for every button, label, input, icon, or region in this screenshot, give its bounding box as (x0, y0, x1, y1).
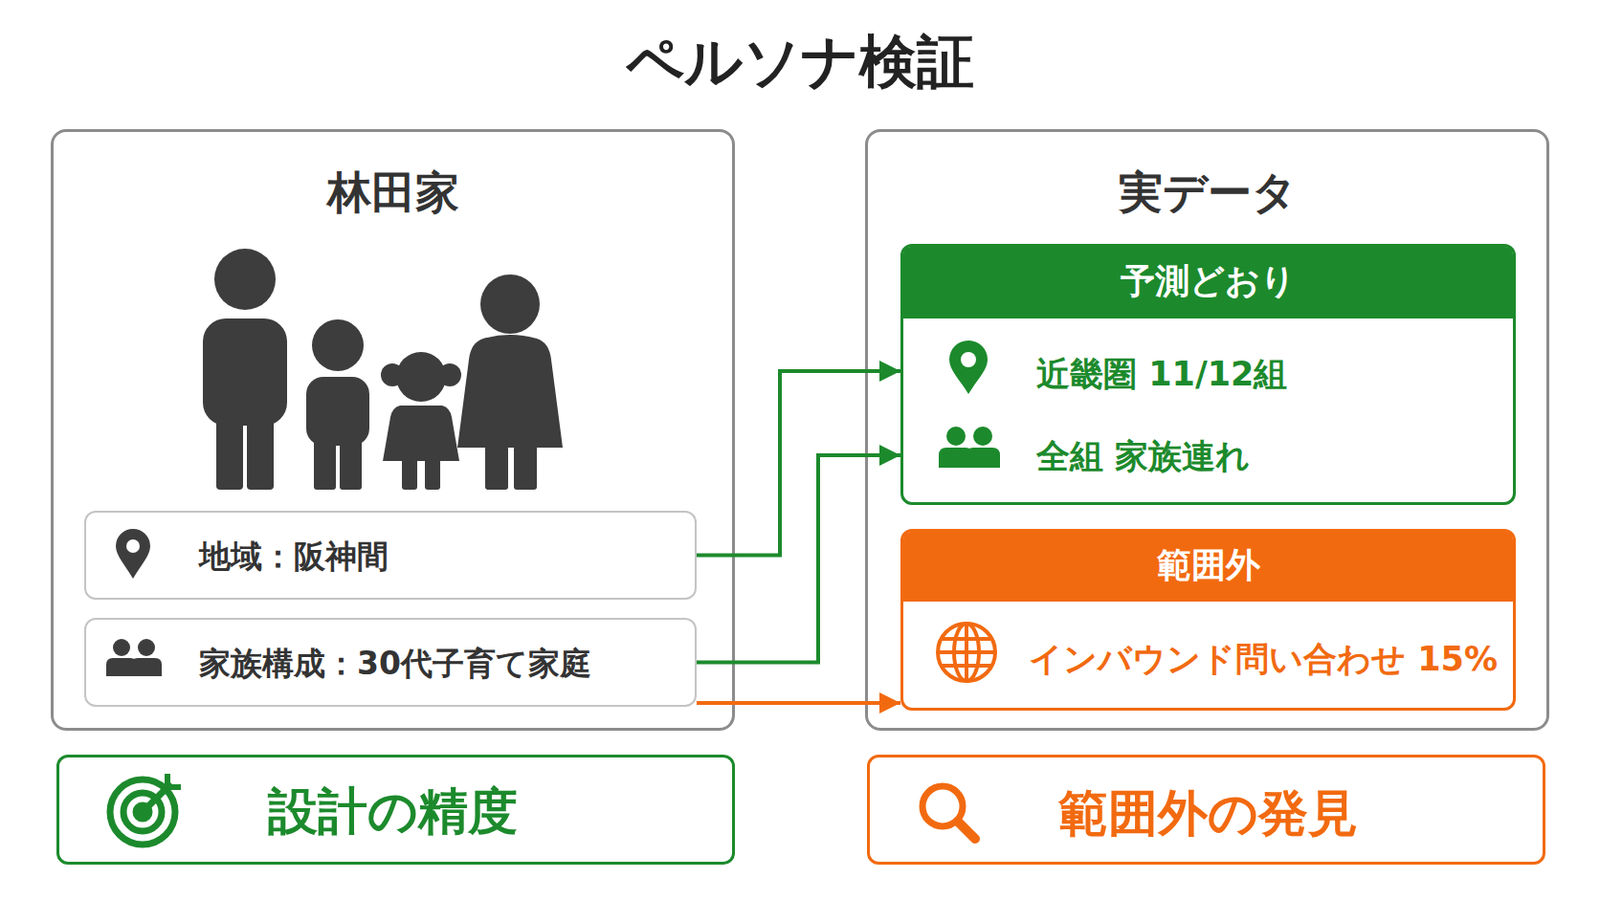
father-leg (216, 401, 244, 490)
result-box: 設計の精度 (56, 755, 735, 866)
attribute-box: 家族構成：30代子育て家庭 (84, 618, 697, 708)
result-text: 設計の精度 (267, 781, 518, 842)
girl-leg (401, 455, 418, 490)
attribute-text: 家族構成：30代子育て家庭 (199, 644, 592, 684)
mother-dress (457, 334, 563, 448)
result-text: 範囲外の発見 (1058, 783, 1358, 844)
result-box: 範囲外の発見 (866, 755, 1546, 866)
band-heading: 予測どおり (903, 260, 1513, 302)
finding-text: 全組 家族連れ (1036, 436, 1250, 477)
father-leg (246, 401, 274, 490)
connector-arrow (696, 455, 901, 664)
outlier-box: 範囲外インバウンド問い合わせ 15% (900, 529, 1516, 712)
boy-leg (313, 430, 336, 490)
connector-arrow (696, 371, 901, 556)
pin-icon (115, 529, 151, 579)
boy-leg (339, 430, 362, 490)
mother-leg (485, 440, 509, 490)
panel-heading: 林田家 (53, 166, 733, 220)
girl-pigtail (438, 363, 462, 387)
boy-head (311, 319, 364, 372)
people-icon (938, 426, 1000, 468)
panel-heading: 実データ (867, 166, 1547, 220)
father-head (214, 248, 276, 311)
family-illustration (202, 248, 563, 490)
people-icon (106, 639, 162, 677)
finding-text: 近畿圏 11/12組 (1036, 354, 1288, 395)
mother-leg (513, 440, 537, 490)
girl-head (396, 352, 446, 402)
connector-arrow (696, 701, 901, 706)
data-panel: 実データ予測どおり近畿圏 11/12組全組 家族連れ範囲外インバウンド問い合わせ… (865, 129, 1550, 732)
magnifier-icon (922, 786, 976, 840)
boy-body (306, 377, 370, 446)
match-box: 予測どおり近畿圏 11/12組全組 家族連れ (900, 244, 1516, 506)
finding-text: インバウンド問い合わせ 15% (1028, 639, 1498, 680)
persona-panel: 林田家地域：阪神間家族構成：30代子育て家庭 (50, 129, 735, 732)
globe-icon (937, 623, 996, 682)
pin-icon (949, 340, 988, 395)
band-heading: 範囲外 (903, 544, 1513, 586)
girl-dress (382, 405, 460, 462)
attribute-box: 地域：阪神間 (84, 511, 697, 600)
girl-leg (424, 455, 441, 490)
attribute-text: 地域：阪神間 (199, 537, 389, 577)
diagram-title: ペルソナ検証 (0, 26, 1600, 96)
target-icon (110, 774, 181, 845)
girl-pigtail (380, 363, 404, 387)
mother-head (480, 274, 540, 334)
father-body (202, 318, 288, 426)
